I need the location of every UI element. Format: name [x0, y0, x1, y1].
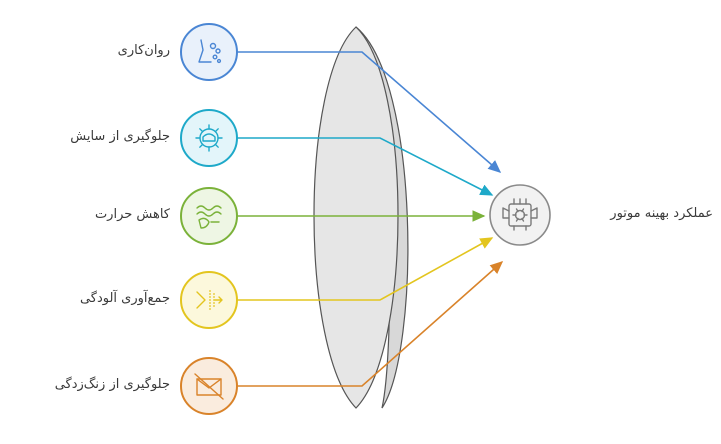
lens-front [313, 26, 399, 409]
input-node [180, 23, 238, 81]
output-node-circle [489, 184, 551, 246]
input-label: کاهش حرارت [94, 207, 170, 222]
input-label: جلوگیری از سایش [70, 129, 170, 144]
gear-cog-icon [195, 124, 223, 152]
input-node [180, 187, 238, 245]
no-rust-crossed-icon [194, 373, 224, 400]
lens [313, 26, 409, 409]
output-label: عملکرد بهینه موتور [610, 206, 713, 221]
input-node-circle [180, 23, 238, 81]
connector-line [237, 137, 494, 196]
input-node-circle [180, 109, 238, 167]
filter-funnel-icon [196, 290, 223, 310]
input-node-circle [180, 271, 238, 329]
connector-lines [237, 51, 504, 387]
input-node [180, 271, 238, 329]
heat-waves-icon [196, 205, 222, 229]
lubrication-droplets-icon [198, 39, 222, 64]
input-node [180, 109, 238, 167]
input-label: جلوگیری از زنگ‌زدگی [54, 377, 170, 392]
input-label: جمع‌آوری آلودگی [79, 291, 170, 306]
connector-line [237, 237, 494, 301]
input-nodes [180, 23, 238, 415]
engine-gear-icon [502, 198, 538, 231]
input-node [180, 357, 238, 415]
connector-line [237, 51, 502, 173]
connector-line [237, 261, 504, 387]
output-node [489, 184, 551, 246]
input-label: روان‌کاری [117, 43, 170, 58]
